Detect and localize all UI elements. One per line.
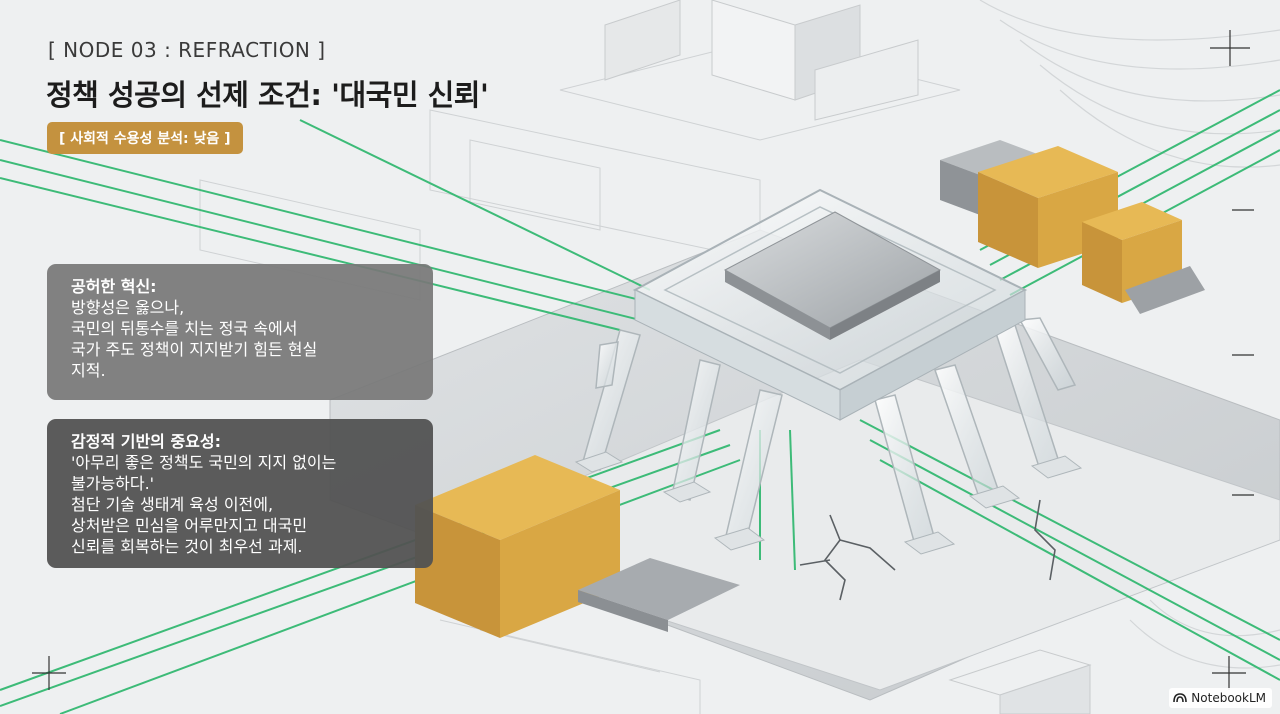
- page-title: 정책 성공의 선제 조건: '대국민 신뢰': [46, 78, 489, 112]
- background-buildings: [604, 0, 919, 121]
- card-line: 지적.: [71, 361, 106, 380]
- gold-block-right: [940, 140, 1205, 314]
- gold-block-left: [415, 455, 740, 638]
- corner-building: [948, 649, 1092, 714]
- card-line: 상처받은 민심을 어루만지고 대국민: [71, 516, 308, 535]
- card-line: 불가능하다.': [71, 474, 155, 493]
- contour-lines: [979, 0, 1280, 669]
- leg-feet: [574, 451, 1083, 555]
- card-heading: 감정적 기반의 중요성:: [71, 432, 222, 451]
- card-line: 방향성은 옳으나,: [71, 298, 185, 317]
- glass-legs: [581, 317, 1077, 546]
- info-card-empty-innovation: 공허한 혁신: 방향성은 옳으나, 국민의 뒤통수를 치는 정국 속에서 국가 …: [47, 264, 433, 400]
- card-line: 국민의 뒤통수를 치는 정국 속에서: [71, 319, 298, 338]
- floor-cracks: [799, 499, 1056, 601]
- card-line: '아무리 좋은 정책도 국민의 지지 없이는: [71, 453, 337, 472]
- corner-marks: [32, 30, 1254, 690]
- notebooklm-watermark: NotebookLM: [1169, 688, 1272, 708]
- notebooklm-logo-icon: [1173, 693, 1188, 703]
- chip-block: [723, 211, 942, 340]
- card-line: 신뢰를 회복하는 것이 최우선 과제.: [71, 537, 303, 556]
- card-heading: 공허한 혁신:: [71, 277, 157, 296]
- info-card-emotional-foundation: 감정적 기반의 중요성: '아무리 좋은 정책도 국민의 지지 없이는 불가능하…: [47, 419, 433, 568]
- acceptance-badge: [ 사회적 수용성 분석: 낮음 ]: [47, 122, 243, 154]
- node-label: [ NODE 03 : REFRACTION ]: [48, 38, 326, 62]
- brand-label: NotebookLM: [1191, 691, 1266, 705]
- card-line: 첨단 기술 생태계 육성 이전에,: [71, 495, 274, 514]
- card-line: 국가 주도 정책이 지지받기 힘든 현실: [71, 340, 318, 359]
